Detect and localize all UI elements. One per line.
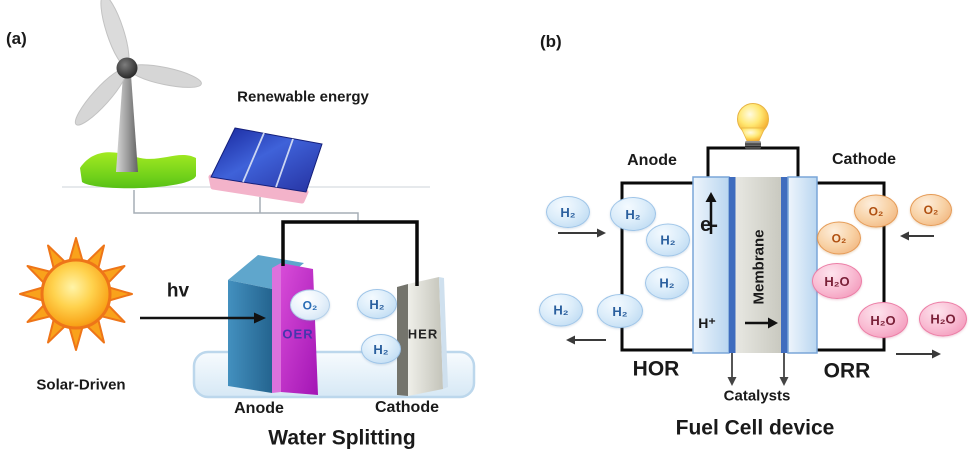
catalysts-label: Catalysts [723, 387, 791, 405]
panel-a-title: Water Splitting [268, 426, 416, 450]
anode-catalyst-strip [729, 177, 736, 353]
h2o-bubble: H₂O [919, 301, 967, 337]
o2-bubble: O₂ [290, 289, 330, 321]
h2-bubble: H₂ [357, 289, 397, 319]
cathode-slab [397, 277, 448, 396]
cathode-gas-diffusion-layer [787, 176, 818, 354]
o2-bubble: O₂ [854, 194, 898, 228]
membrane-label: Membrane [750, 229, 768, 305]
catalyst-arrows [727, 353, 789, 386]
her-label: HER [407, 326, 439, 342]
renewable-wire [133, 190, 359, 221]
o2-in-arrow [900, 231, 934, 241]
electron-label: e- [700, 214, 718, 236]
solar-driven-label: Solar-Driven [36, 376, 126, 394]
hill-icon [80, 152, 196, 189]
cathode-label-b: Cathode [832, 151, 896, 168]
panel-b-title: Fuel Cell device [675, 416, 835, 440]
hor-label: HOR [632, 357, 680, 381]
anode-label-b: Anode [627, 152, 677, 169]
panel-a-label: (a) [6, 29, 27, 48]
panel-b-label: (b) [540, 32, 562, 51]
h2-bubble: H₂ [361, 334, 401, 364]
h2-in-arrow [558, 228, 606, 238]
hv-arrow [140, 312, 266, 324]
h2-bubble: H₂ [610, 197, 656, 231]
circuit-wire-a [281, 220, 419, 286]
renewable-energy-label: Renewable energy [237, 88, 369, 106]
solar-panel-icon [208, 127, 323, 204]
proton-label: H⁺ [698, 315, 716, 331]
light-bulb-icon [737, 103, 769, 149]
anode-label-a: Anode [234, 400, 284, 417]
cathode-label-a: Cathode [375, 399, 439, 416]
hv-label: hv [166, 280, 190, 302]
h2o-bubble: H₂O [858, 302, 908, 338]
proton-arrow [745, 317, 778, 329]
electron-arrow [705, 192, 717, 234]
h2-bubble: H₂ [597, 294, 643, 328]
wind-turbine-icon [74, 0, 202, 172]
h2-out-arrow [566, 335, 606, 345]
h2-bubble: H₂ [646, 223, 690, 257]
h2o-bubble: H₂O [812, 263, 862, 299]
h2-bubble: H₂ [539, 293, 583, 327]
h2o-out-arrow [896, 349, 941, 359]
orr-label: ORR [823, 359, 871, 383]
h2-bubble: H₂ [645, 266, 689, 300]
cathode-catalyst-strip [781, 177, 788, 353]
h2-bubble: H₂ [546, 196, 590, 228]
oer-label: OER [282, 326, 314, 342]
o2-bubble: O₂ [817, 221, 861, 255]
sun-icon [19, 237, 133, 351]
o2-bubble: O₂ [910, 194, 952, 226]
